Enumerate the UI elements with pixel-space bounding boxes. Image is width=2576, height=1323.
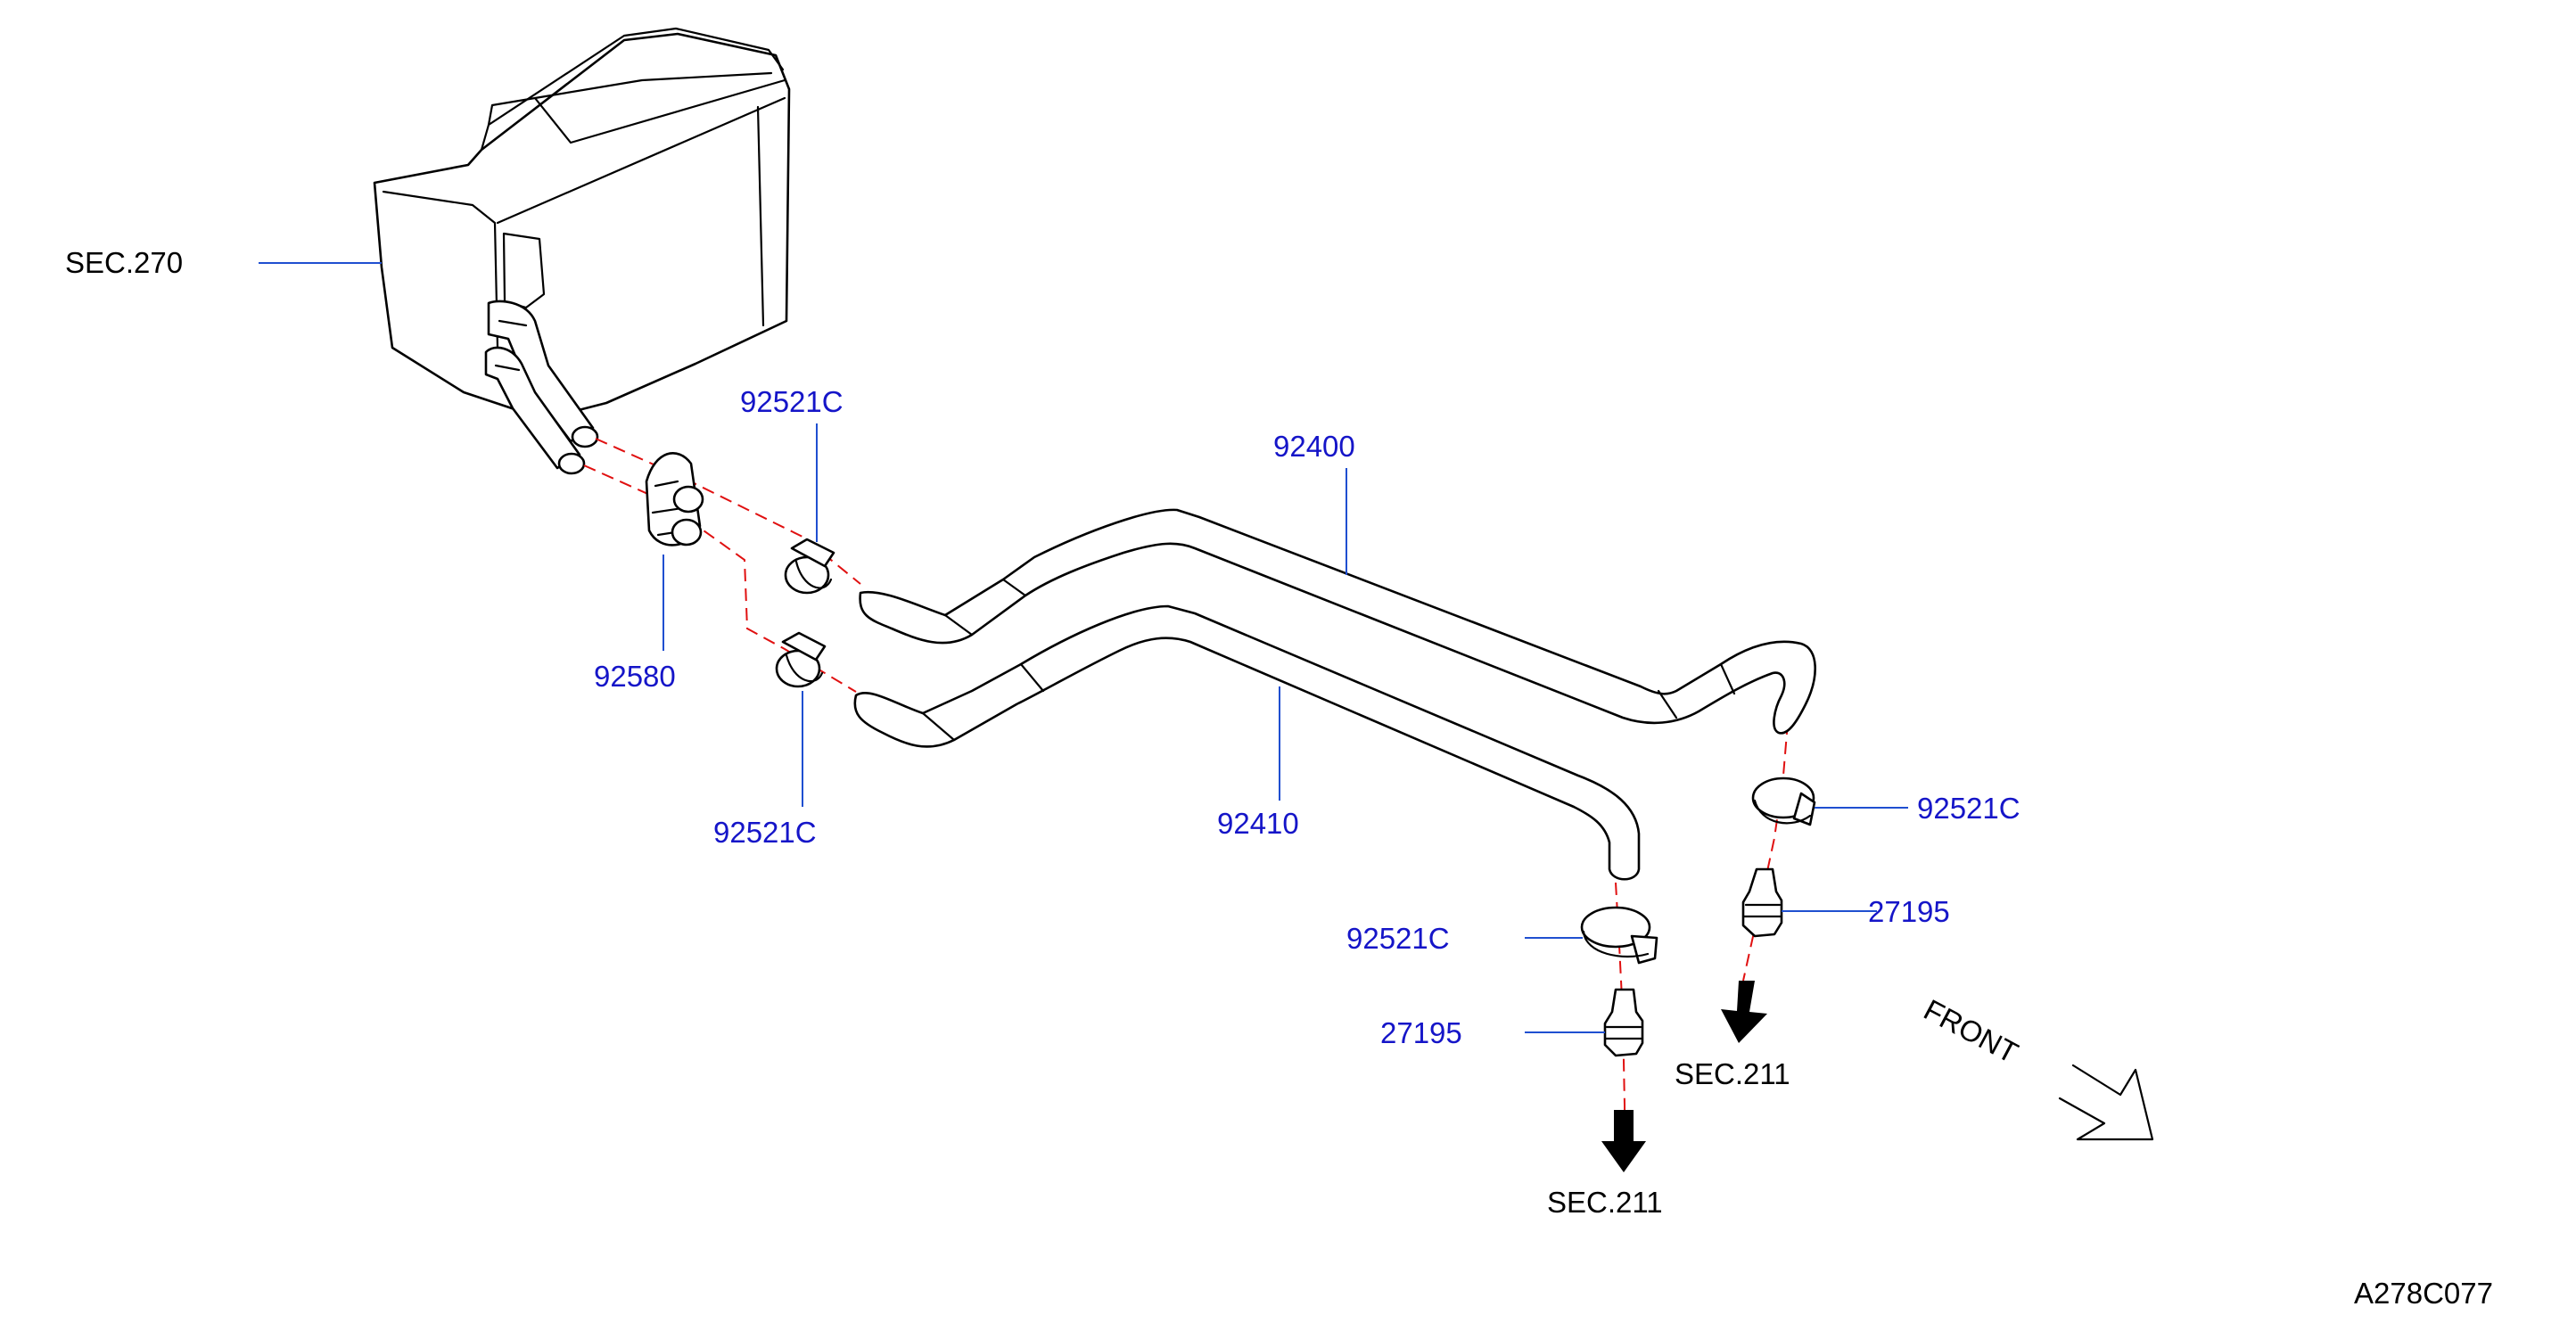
front-label: FRONT xyxy=(1919,993,2024,1070)
connector-center-part-number: 27195 xyxy=(1380,1016,1462,1049)
sec211-center-label: SEC.211 xyxy=(1547,1186,1663,1219)
clamp-lower-left-part-number: 92521C xyxy=(713,816,817,849)
figure-code: A278C077 xyxy=(2354,1277,2493,1310)
clamp-lower-left xyxy=(775,631,827,688)
sec270-label: SEC.270 xyxy=(65,246,183,279)
clamp-center xyxy=(1580,906,1658,965)
grommet-part-number: 92580 xyxy=(594,660,676,693)
flow-arrow-right xyxy=(1721,981,1767,1043)
connector-right-part-number: 27195 xyxy=(1868,895,1950,928)
grommet-92580 xyxy=(645,452,704,546)
heater-unit xyxy=(373,27,791,475)
sec211-right-label: SEC.211 xyxy=(1675,1057,1790,1090)
flow-arrow-center xyxy=(1601,1110,1646,1172)
hose-upper-part-number: 92400 xyxy=(1273,430,1355,463)
clamp-right xyxy=(1751,777,1816,826)
hose-92400 xyxy=(859,508,1816,735)
hose-lower-part-number: 92410 xyxy=(1217,807,1299,840)
clamp-top-part-number: 92521C xyxy=(740,385,844,418)
clamp-right-part-number: 92521C xyxy=(1917,792,2020,825)
hose-92410 xyxy=(853,604,1641,881)
clamp-center-part-number: 92521C xyxy=(1346,922,1450,955)
connector-right xyxy=(1741,867,1783,938)
connector-center xyxy=(1603,988,1644,1057)
clamp-upper-left xyxy=(784,538,835,595)
front-arrow-icon xyxy=(2058,1064,2154,1141)
